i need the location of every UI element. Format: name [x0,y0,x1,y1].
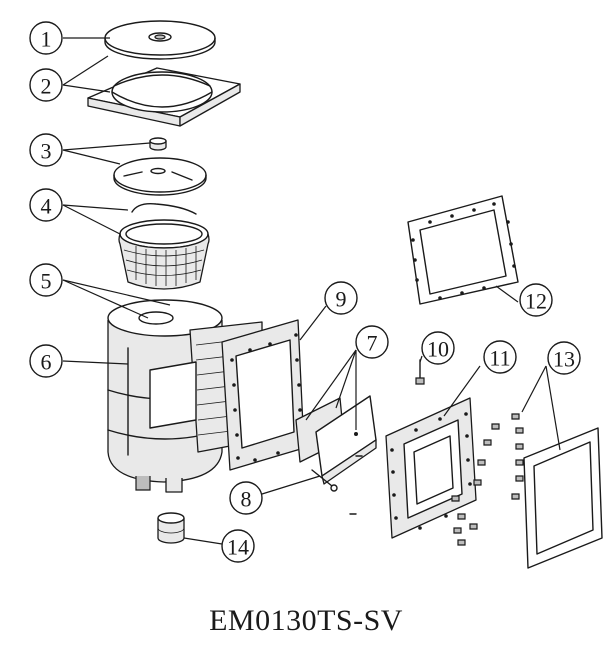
callout-8: 8 [229,481,263,515]
part-lid [104,20,216,60]
callout-14: 14 [221,529,255,563]
part-face-plate [349,397,477,539]
callout-6: 6 [29,344,63,378]
part-screws-and-ring [451,413,603,569]
callout-10-label: 10 [427,337,449,362]
callout-11-label: 11 [489,346,510,371]
callout-11: 11 [483,340,517,374]
callout-4-label: 4 [41,194,52,219]
part-collar [87,67,241,127]
part-basket [118,202,210,290]
callout-7: 7 [355,325,389,359]
callout-5-label: 5 [41,269,52,294]
callout-14-label: 14 [227,535,249,560]
callout-2-label: 2 [41,74,52,99]
callout-8-label: 8 [241,487,252,512]
part-weir-pin [311,469,338,492]
callout-3: 3 [29,133,63,167]
callout-1-label: 1 [41,27,52,52]
callout-6-label: 6 [41,350,52,375]
part-adapter [157,512,185,544]
part-valve [113,137,207,196]
callout-3-label: 3 [41,139,52,164]
callout-9: 9 [324,281,358,315]
callout-5: 5 [29,263,63,297]
callout-13: 13 [547,341,581,375]
part-weir [295,395,377,485]
callout-12: 12 [519,283,553,317]
leader-lines [62,37,561,545]
callout-7-label: 7 [367,331,378,356]
callout-4: 4 [29,188,63,222]
part-gasket [407,195,519,305]
part-small-screw [415,359,425,385]
callout-12-label: 12 [525,289,547,314]
callout-9-label: 9 [336,287,347,312]
part-face-flange [221,319,305,471]
callout-13-label: 13 [553,347,575,372]
callout-1: 1 [29,21,63,55]
model-number-label: EM0130TS-SV [209,604,403,637]
callout-10: 10 [421,331,455,365]
callout-2: 2 [29,68,63,102]
